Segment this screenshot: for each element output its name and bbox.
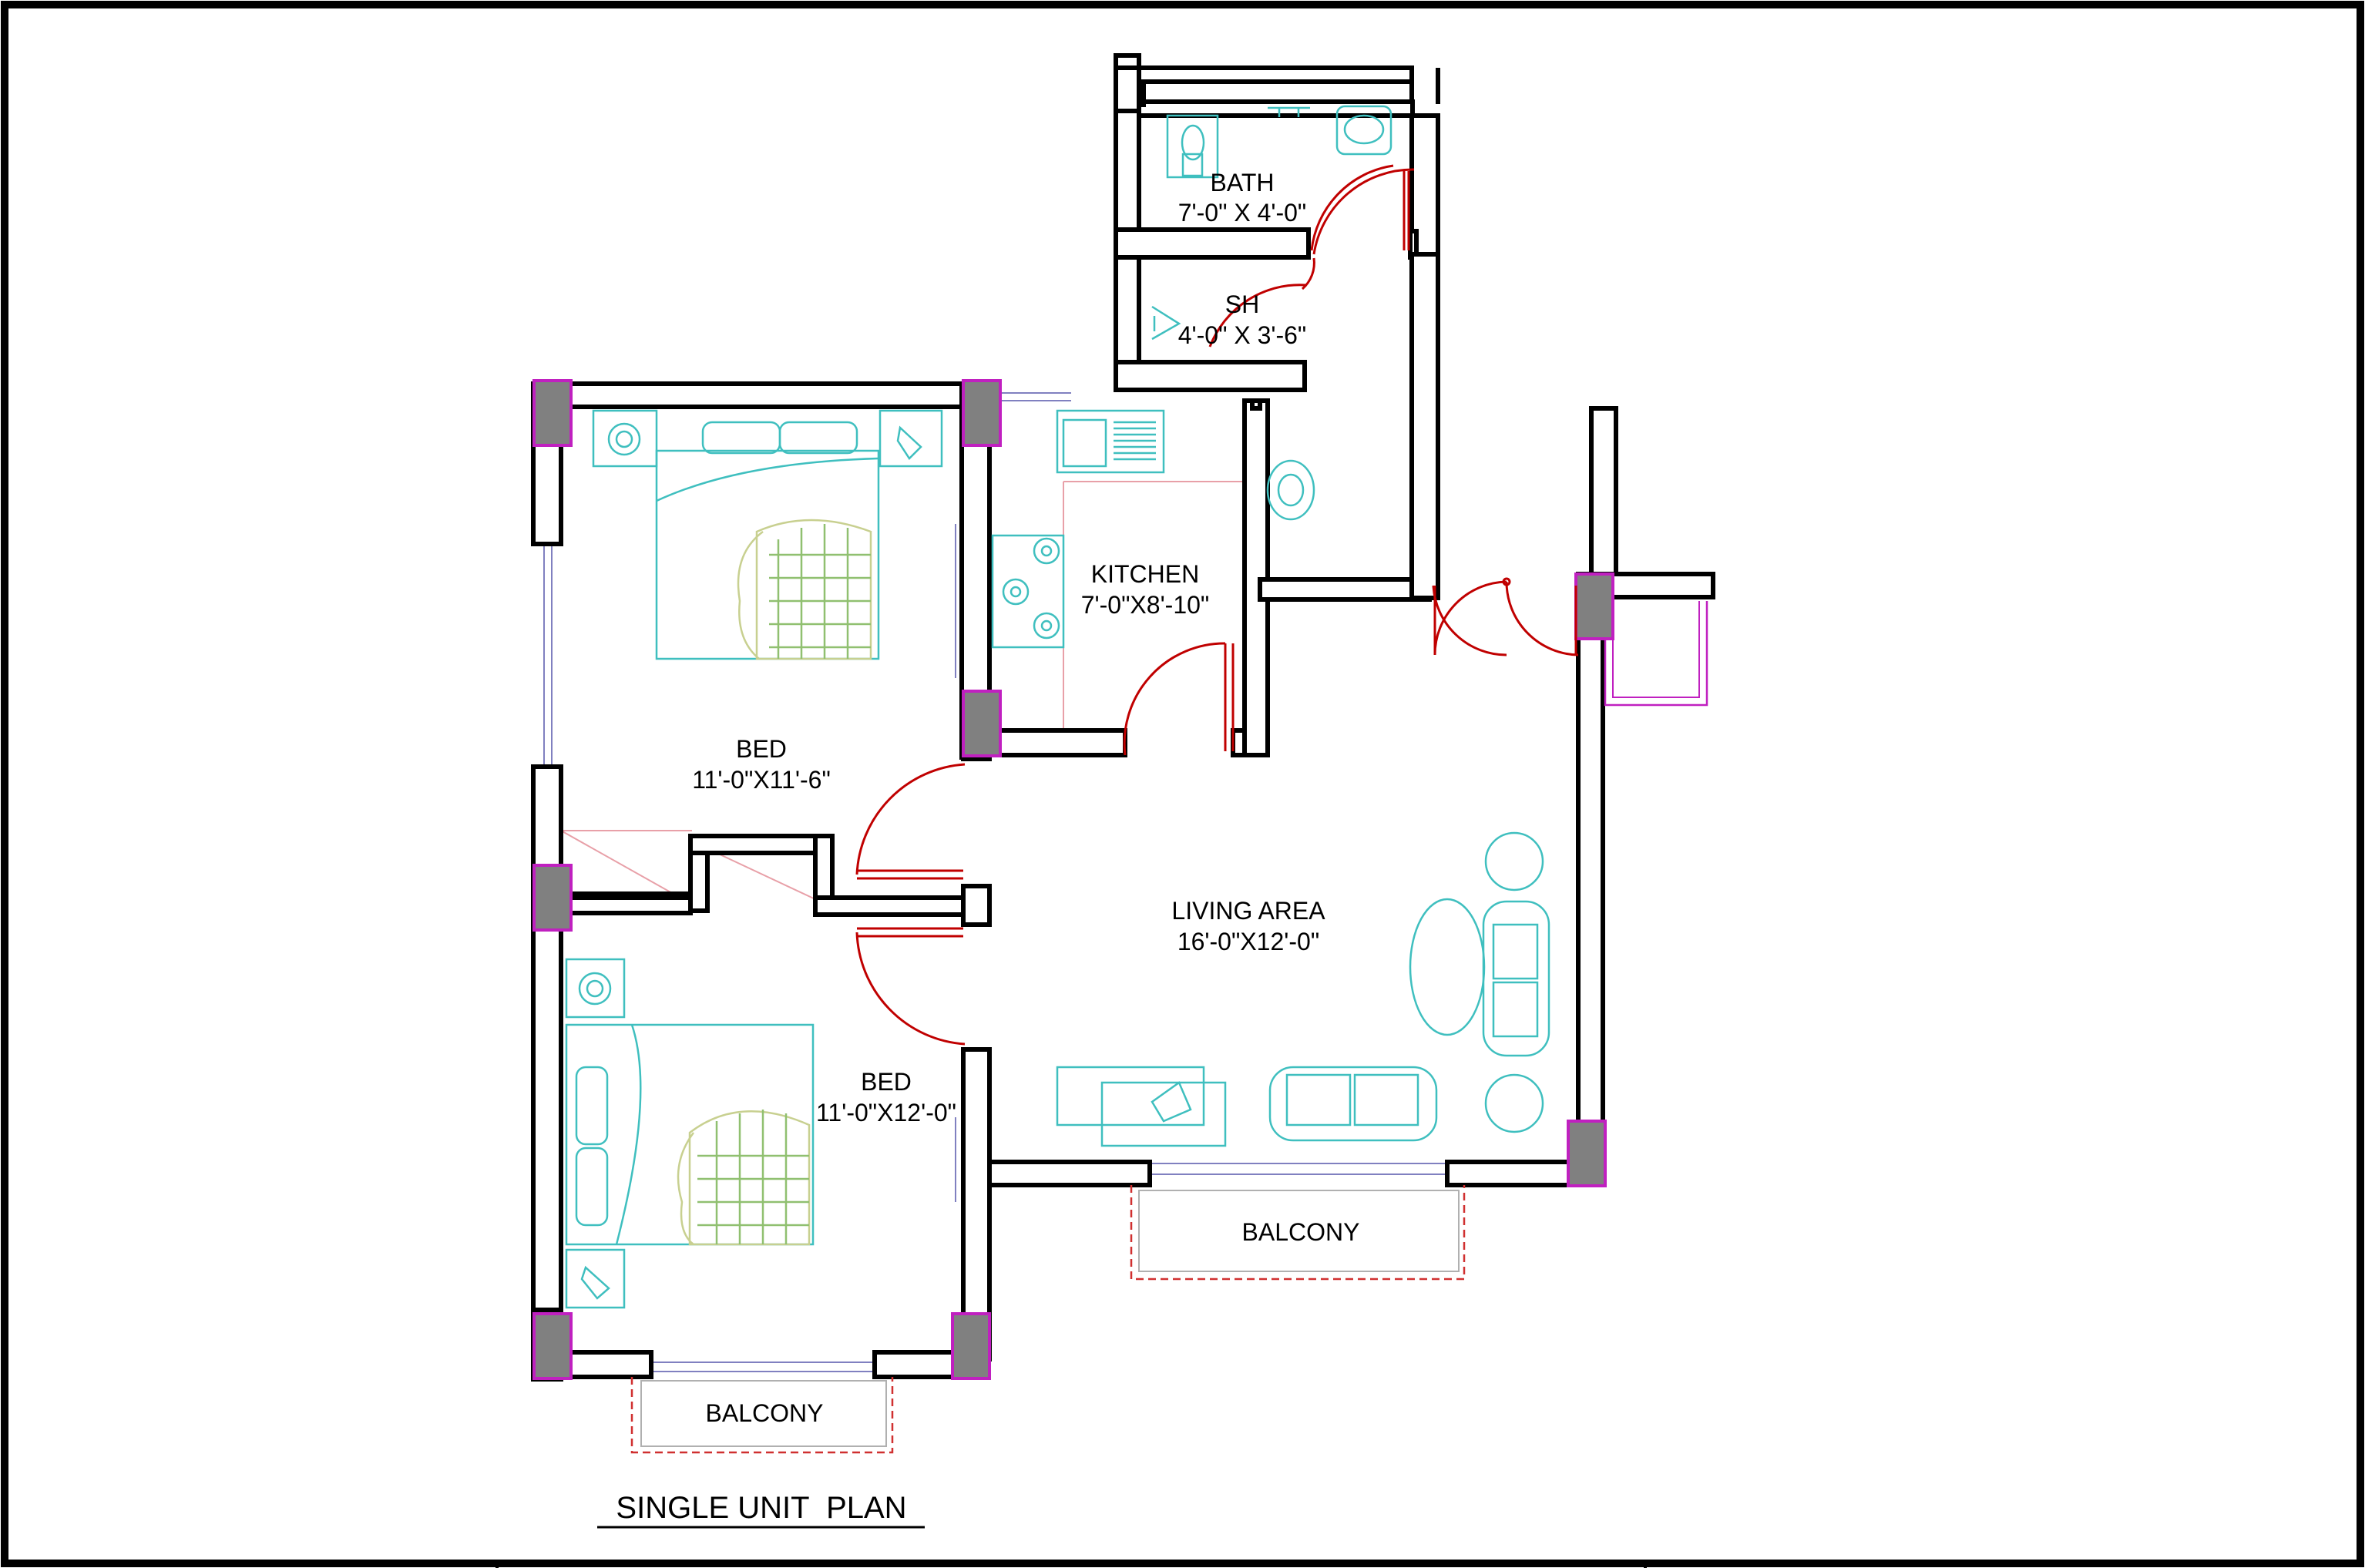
- balcony-right-label: BALCONY: [1242, 1218, 1360, 1246]
- living-size: 16'-0"X12'-0": [1177, 928, 1319, 955]
- bed1-furniture: [592, 409, 943, 660]
- balcony-left-label: BALCONY: [706, 1399, 824, 1427]
- room-labels: BATH 7'-0" X 4'-0" SH 4'-0" X 3'-6" KITC…: [692, 169, 1359, 1427]
- kitchen-furniture: [991, 409, 1165, 649]
- walls: [531, 53, 1715, 1382]
- balconies: [630, 601, 1708, 1454]
- kitchen-size: 7'-0"X8'-10": [1081, 591, 1210, 619]
- bed2-label: BED: [861, 1068, 912, 1096]
- sh-size: 4'-0" X 3'-6": [1178, 321, 1307, 349]
- bath-furniture: [1151, 105, 1392, 521]
- sh-label: SH: [1225, 290, 1259, 318]
- bed1-size: 11'-0"X11'-6": [692, 766, 831, 794]
- bath-label: BATH: [1211, 169, 1275, 196]
- bath-size: 7'-0" X 4'-0": [1178, 199, 1307, 227]
- kitchen-label: KITCHEN: [1091, 560, 1199, 588]
- living-furniture: [1056, 831, 1550, 1147]
- windows: [543, 108, 1447, 1372]
- bed2-furniture: [565, 958, 815, 1309]
- bed1-label: BED: [736, 735, 787, 763]
- doors: [855, 164, 1579, 1046]
- plan-title-text: SINGLE UNIT PLAN: [616, 1491, 906, 1525]
- living-label: LIVING AREA: [1171, 897, 1325, 925]
- plan-title: SINGLE UNIT PLAN: [597, 1491, 925, 1529]
- bed2-size: 11'-0"X12'-0": [816, 1099, 956, 1126]
